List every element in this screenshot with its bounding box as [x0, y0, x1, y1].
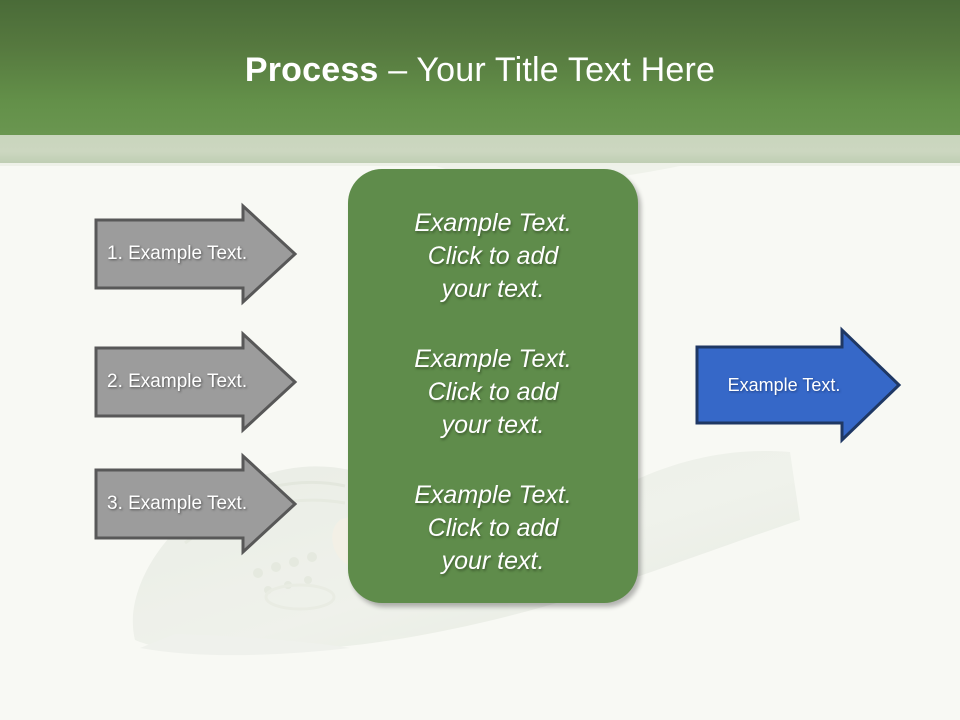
panel-text-block-2: Example Text. Click to add your text. — [414, 345, 572, 439]
page-title-bold: Process — [244, 51, 389, 89]
step-arrow-3-label: 3. Example Text. — [107, 493, 248, 514]
panel-text-block-3: Example Text. Click to add your text. — [414, 481, 572, 575]
page-title-rest: – Your Title Text Here — [388, 51, 716, 89]
step-arrow-2-label: 2. Example Text. — [107, 371, 248, 392]
header-band — [0, 0, 960, 135]
step-arrow-3[interactable]: 3. Example Text. — [93, 452, 298, 556]
step-arrow-1[interactable]: 1. Example Text. — [93, 202, 298, 306]
result-arrow-label: Example Text. — [727, 374, 841, 395]
step-arrow-2[interactable]: 2. Example Text. — [93, 330, 298, 434]
header-subband — [0, 135, 960, 163]
page-title: Process – Your Title Text Here — [0, 50, 960, 90]
panel-text-block-1: Example Text. Click to add your text. — [414, 209, 572, 303]
step-arrow-1-label: 1. Example Text. — [107, 243, 248, 264]
result-arrow[interactable]: Example Text. — [694, 326, 902, 444]
header-subband-edge — [0, 163, 960, 166]
process-content-panel[interactable]: Example Text. Click to add your text. Ex… — [348, 169, 638, 603]
